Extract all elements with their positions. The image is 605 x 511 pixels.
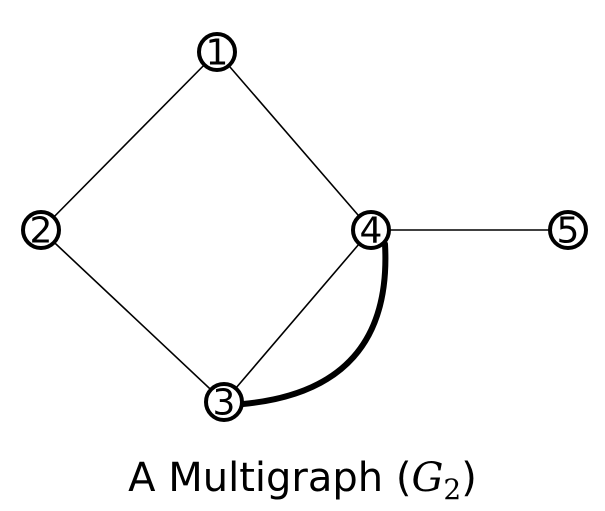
node-1: 1 [197, 32, 237, 74]
edge-1-4 [216, 51, 372, 231]
node-circle-5 [548, 210, 588, 250]
node-circle-1 [197, 32, 237, 72]
edge-2-3 [40, 229, 225, 403]
node-label-5: 5 [557, 211, 580, 252]
caption-subscript: 2 [443, 473, 462, 506]
node-label-2: 2 [30, 211, 53, 252]
node-5: 5 [548, 210, 588, 252]
diagram-caption: A Multigraph (G2) [0, 455, 605, 506]
caption-symbol: G [411, 455, 444, 501]
edge-3-4 [223, 229, 372, 403]
node-label-4: 4 [360, 211, 383, 252]
node-circle-4 [351, 210, 391, 250]
node-label-1: 1 [206, 33, 229, 74]
edge-1-2 [40, 51, 218, 231]
node-3: 3 [204, 382, 244, 424]
node-4: 4 [351, 210, 391, 252]
node-circle-3 [204, 382, 244, 422]
nodes-group: 1 2 3 4 5 [21, 32, 588, 424]
edge-3-4-curved [240, 241, 389, 407]
node-label-3: 3 [213, 383, 236, 424]
caption-suffix: ) [461, 455, 477, 501]
edges-group [40, 51, 568, 407]
node-2: 2 [21, 210, 61, 252]
node-circle-2 [21, 210, 61, 250]
caption-prefix: A Multigraph ( [128, 455, 412, 501]
